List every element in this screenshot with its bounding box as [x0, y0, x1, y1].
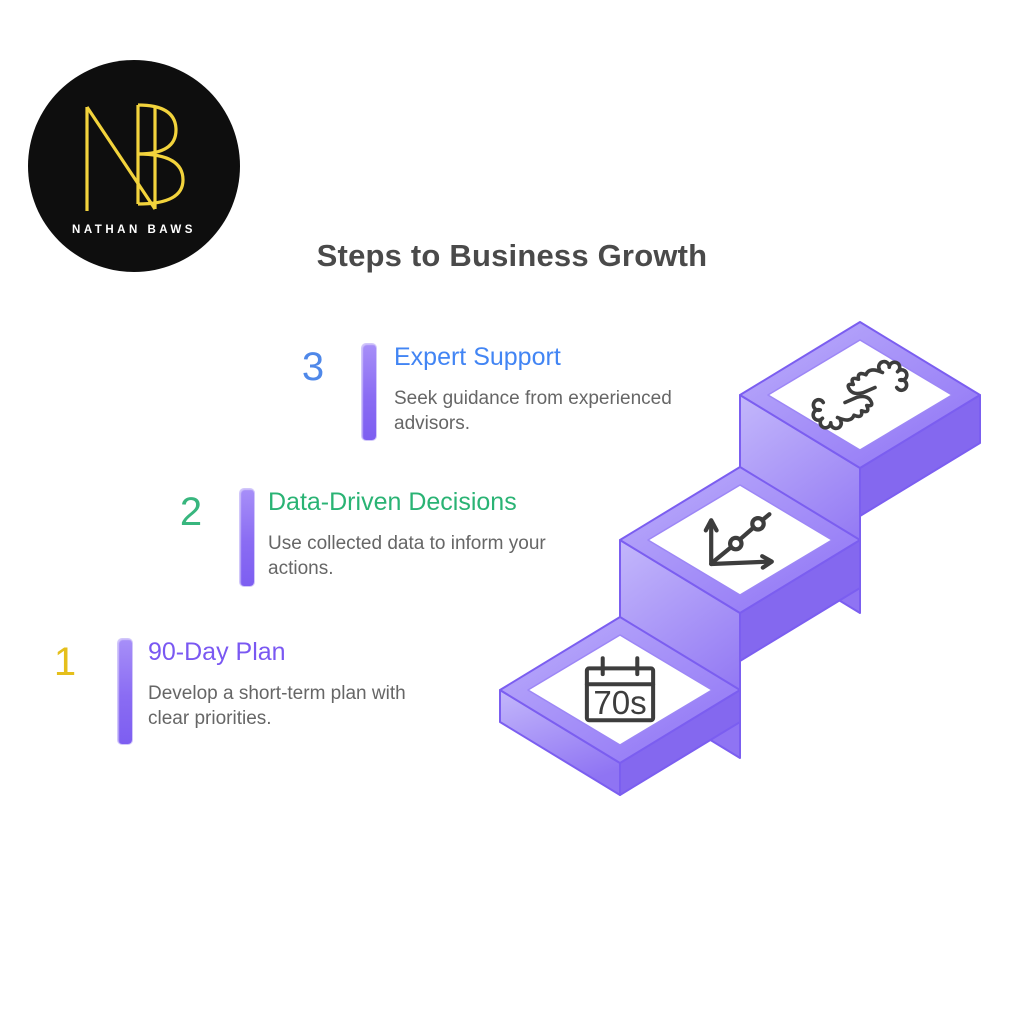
growth-chart-icon [703, 512, 774, 570]
step-2-description: Use collected data to inform your action… [268, 533, 546, 579]
step-1-block: 1 90-Day Plan Develop a short-term plan … [46, 637, 466, 757]
step-2-number: 2 [179, 490, 203, 534]
step-1-description: Develop a short-term plan with clear pri… [148, 683, 406, 729]
logo-wordmark: NATHAN BAWS [72, 224, 196, 236]
brand-logo: NATHAN BAWS [27, 59, 241, 273]
step-1-title: 90-Day Plan [148, 638, 286, 666]
step-2-accent-bar [240, 489, 254, 586]
staircase-step-1-platform [499, 616, 741, 796]
step-3-block: 3 Expert Support Seek guidance from expe… [290, 342, 710, 462]
step-3-accent-bar [362, 344, 376, 440]
step-2-block: 2 Data-Driven Decisions Use collected da… [168, 487, 588, 607]
staircase-graphic: 70s [499, 321, 981, 796]
logo-circle [28, 60, 240, 272]
step-1-accent-bar [118, 639, 132, 744]
page-title: Steps to Business Growth [316, 238, 708, 273]
step-3-description: Seek guidance from experienced advisors. [394, 388, 672, 434]
step-3-title: Expert Support [394, 343, 561, 371]
step-2-title: Data-Driven Decisions [268, 488, 517, 516]
step-3-number: 3 [301, 345, 325, 389]
step-1-number: 1 [53, 640, 77, 684]
handshake-icon [811, 359, 909, 431]
calendar-label: 70s [593, 685, 646, 722]
nathan-baws-logo-icon: NATHAN BAWS [28, 60, 240, 272]
growth-staircase: 70s [485, 315, 1010, 797]
calendar-icon: 70s [584, 656, 656, 723]
nb-monogram-icon [85, 103, 185, 211]
